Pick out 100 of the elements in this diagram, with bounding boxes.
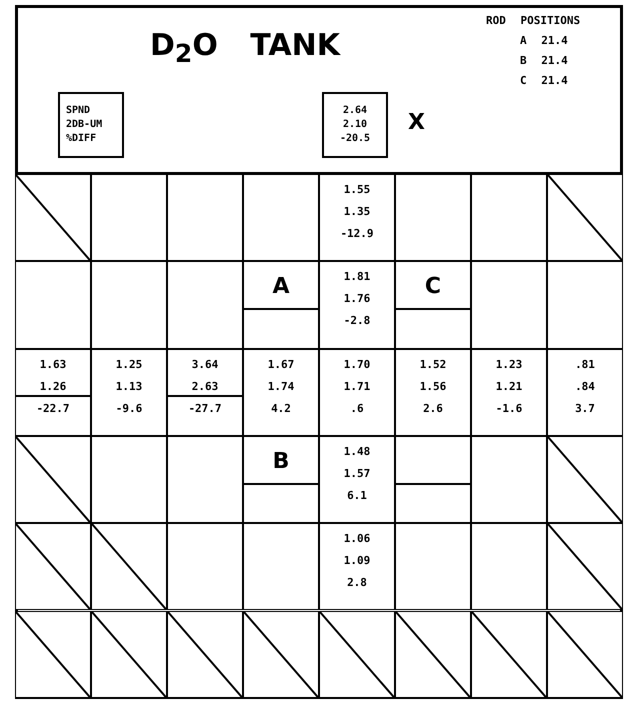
cell-value: 1.35	[342, 205, 372, 219]
grid-cell	[319, 348, 395, 436]
heading-label: ROD POSITIONS	[486, 14, 580, 27]
cell-value: .6	[349, 402, 365, 416]
grid-cell	[167, 174, 243, 262]
crossed-grid-cell	[471, 610, 547, 698]
cell-value: 1.06	[342, 532, 372, 546]
cell-value: 1.26	[38, 380, 68, 394]
diagram-title: D$_{2}$O TANK	[150, 28, 340, 68]
grid-cell	[547, 261, 623, 349]
cell-value: -12.9	[339, 227, 375, 241]
grid-cell	[471, 261, 547, 349]
grid-cell	[319, 436, 395, 524]
grid-cell	[243, 348, 319, 436]
crossed-grid-cell	[15, 174, 91, 262]
crossed-grid-cell	[167, 610, 243, 698]
grid-cell	[243, 523, 319, 610]
grid-cell	[91, 436, 167, 524]
grid-cell	[243, 261, 319, 349]
rod-letter: B	[272, 448, 290, 474]
grid-cell	[471, 348, 547, 436]
crossed-grid-cell	[15, 523, 91, 610]
cell-value: 1.55	[342, 183, 372, 197]
grid-cell	[395, 174, 471, 262]
value-text: 2DB-UM	[66, 118, 102, 132]
grid-cell	[243, 174, 319, 262]
cell-value: 1.57	[342, 466, 372, 481]
grid-cell	[91, 261, 167, 349]
crossed-grid-cell	[547, 436, 623, 524]
crossed-grid-cell	[547, 610, 623, 698]
grid-cell	[243, 436, 319, 524]
grid-cell	[395, 348, 471, 436]
cell-value: 3.7	[574, 402, 596, 416]
cell-value: -2.8	[342, 314, 372, 328]
grid-cell	[471, 436, 547, 524]
cell-value: 1.56	[418, 380, 448, 394]
grid-cell	[395, 523, 471, 610]
grid-cell	[15, 261, 91, 349]
crossed-grid-cell	[15, 436, 91, 524]
crossed-grid-cell	[547, 523, 623, 610]
legend-box	[58, 92, 124, 158]
grid-cell	[91, 348, 167, 436]
grid-cell	[167, 261, 243, 349]
value-text: 2.64	[342, 104, 368, 118]
cell-value: 2.6	[422, 402, 444, 416]
rod-position-label: C 21.4	[520, 74, 568, 87]
cell-value: 1.81	[342, 270, 372, 284]
cell-value: 1.74	[266, 380, 296, 394]
value-text: %DIFF	[66, 132, 96, 146]
crossed-grid-cell	[15, 610, 91, 698]
crossed-grid-cell	[547, 174, 623, 262]
cell-value: .84	[574, 380, 596, 394]
crossed-grid-cell	[91, 523, 167, 610]
cell-value: 1.70	[342, 358, 372, 372]
grid-cell	[167, 436, 243, 524]
grid-cell	[319, 174, 395, 262]
cell-value: 1.76	[342, 292, 372, 306]
cell-value: 3.64	[190, 358, 220, 372]
rod-letter: C	[424, 274, 442, 300]
grid-cell	[91, 174, 167, 262]
crossed-grid-cell	[395, 610, 471, 698]
grid-cell	[547, 348, 623, 436]
cell-value: 6.1	[346, 488, 368, 503]
crossed-grid-cell	[319, 610, 395, 698]
value-text: SPND	[66, 104, 90, 118]
grid-cell	[395, 436, 471, 524]
cell-value: 1.25	[114, 358, 144, 372]
value-text: 2.10	[342, 118, 368, 132]
cell-value: 1.67	[266, 358, 296, 372]
cell-value: 1.23	[494, 358, 524, 372]
cell-value: 1.71	[342, 380, 372, 394]
cell-value: 1.63	[38, 358, 68, 372]
rod-position-label: A 21.4	[520, 34, 568, 47]
cell-value: 2.8	[346, 576, 368, 590]
crossed-grid-cell	[243, 610, 319, 698]
cell-value: 1.21	[494, 380, 524, 394]
grid-cell	[319, 261, 395, 349]
grid-cell	[319, 523, 395, 610]
grid-cell	[471, 523, 547, 610]
grid-cell	[15, 348, 91, 436]
grid-cell	[167, 348, 243, 436]
cell-value: -22.7	[35, 402, 71, 416]
cell-value: 4.2	[270, 402, 292, 416]
cell-value: .81	[574, 358, 596, 372]
cell-value: -9.6	[114, 402, 144, 416]
grid-cell	[471, 174, 547, 262]
rod-letter: A	[271, 274, 291, 300]
rod-position-label: B 21.4	[520, 54, 568, 67]
value-text: -20.5	[338, 132, 372, 146]
crossed-grid-cell	[91, 610, 167, 698]
cell-value: 1.48	[342, 444, 372, 459]
marker-letter: X	[408, 110, 425, 135]
cell-value: 1.13	[114, 380, 144, 394]
grid-cell	[167, 523, 243, 610]
legend-box	[322, 92, 388, 158]
cell-value: 1.09	[342, 554, 372, 568]
cell-value: 2.63	[190, 380, 220, 394]
cell-value: 1.52	[418, 358, 448, 372]
grid-cell	[395, 261, 471, 349]
cell-value: -1.6	[494, 402, 524, 416]
